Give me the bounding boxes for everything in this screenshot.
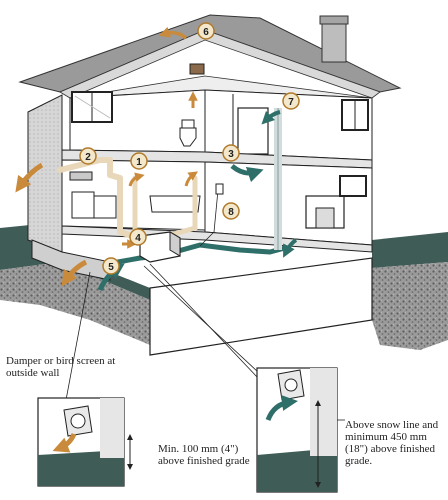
leader-line-right-a bbox=[143, 265, 259, 373]
marker-1: 1 bbox=[130, 152, 148, 170]
bathtub bbox=[149, 195, 201, 213]
marker-3: 3 bbox=[222, 144, 240, 162]
marker-2: 2 bbox=[79, 147, 97, 165]
ground-front bbox=[60, 252, 372, 300]
control-wire bbox=[199, 189, 219, 247]
basement-wall bbox=[149, 257, 373, 356]
marker-6: 6 bbox=[197, 22, 215, 40]
window-main-right bbox=[339, 175, 367, 197]
soil-right bbox=[372, 262, 448, 350]
attic-fan bbox=[189, 63, 205, 75]
leader-line-left bbox=[65, 271, 91, 401]
marker-8-label: 8 bbox=[228, 207, 234, 218]
fresh-arrow-basement bbox=[283, 238, 298, 258]
marker-3-label: 3 bbox=[228, 149, 234, 160]
stove bbox=[71, 191, 95, 219]
inset-left-callout: Min. 100 mm (4") above finished grade bbox=[158, 443, 250, 467]
inset-right-fresh-arrow bbox=[265, 395, 298, 421]
grass-right bbox=[372, 232, 448, 268]
marker-2-label: 2 bbox=[85, 152, 91, 163]
fresh-arrow-3 bbox=[230, 164, 264, 183]
foundation-left bbox=[31, 239, 111, 281]
exhaust-arrow-5 bbox=[61, 259, 88, 287]
marker-1-label: 1 bbox=[136, 157, 142, 168]
exhaust-arrow-bath bbox=[184, 171, 198, 187]
marker-6-label: 6 bbox=[203, 27, 209, 38]
inset-right-callout: Above snow line and minimum 450 mm (18")… bbox=[345, 419, 439, 467]
fresh-arrow-7 bbox=[261, 110, 281, 125]
thermostat bbox=[215, 183, 224, 195]
marker-5: 5 bbox=[102, 257, 120, 275]
soil-left bbox=[0, 262, 150, 345]
range-hood bbox=[69, 171, 93, 181]
marker-4: 4 bbox=[129, 228, 147, 246]
exhaust-arrow-6 bbox=[158, 26, 188, 40]
toilet bbox=[179, 127, 197, 147]
exhaust-duct bbox=[57, 157, 141, 241]
marker-7: 7 bbox=[282, 92, 300, 110]
damper-callout: Damper or bird screen at outside wall bbox=[6, 355, 116, 379]
inset-left bbox=[37, 397, 133, 487]
inset-left-exhaust-arrow bbox=[52, 432, 77, 453]
leader-line-right-b bbox=[149, 263, 259, 379]
exhaust-arrow-1 bbox=[128, 172, 145, 187]
marker-5-label: 5 bbox=[108, 262, 114, 273]
marker-4-label: 4 bbox=[135, 233, 141, 244]
marker-7-label: 7 bbox=[288, 97, 294, 108]
marker-8: 8 bbox=[222, 202, 240, 220]
inset-right bbox=[256, 367, 345, 493]
fresh-air-duct bbox=[115, 242, 288, 265]
exhaust-arrow-2 bbox=[15, 162, 44, 193]
bedroom-door bbox=[237, 107, 269, 155]
chimney bbox=[321, 21, 347, 63]
